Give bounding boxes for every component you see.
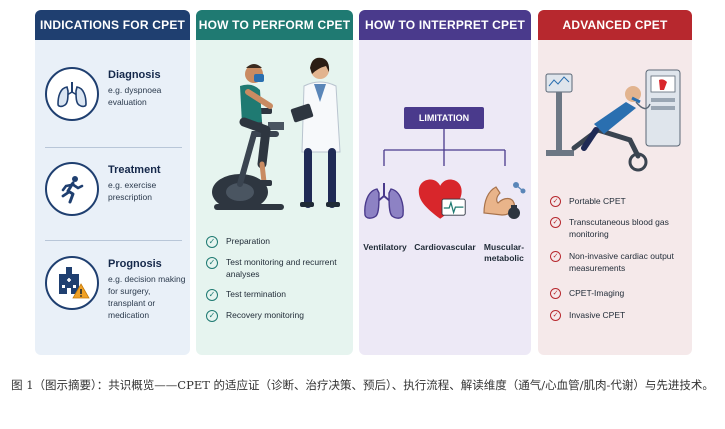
check-icon: ✓ [206,257,218,269]
advanced-panel: ADVANCED CPET ✓ Portable CPET ✓ Transcutan… [538,10,692,355]
limitation-connector-lines [383,129,506,166]
advanced-item: ✓ Non-invasive cardiac output measurement… [550,250,690,274]
list-item: ✓ Preparation [206,235,351,248]
exercise-bike-test-illustration [212,57,341,210]
advanced-label: CPET-Imaging [569,288,625,298]
list-item: ✓ Test monitoring and recurrent analyses [206,256,351,280]
indication-title: Diagnosis [108,69,161,81]
step-label: Preparation [226,236,270,246]
advanced-item: ✓ Portable CPET [550,195,690,207]
advanced-label: Non-invasive cardiac output measurements [569,251,674,273]
advanced-cpet-lab-illustration [545,69,681,172]
list-item: ✓ Recovery monitoring [206,309,351,322]
indications-panel: INDICATIONS FOR CPET Diagnosis e.g. dysp… [35,10,190,355]
lungs-icon [359,175,409,225]
perform-steps-list: ✓ Preparation ✓ Test monitoring and recu… [206,235,351,330]
check-icon: ✓ [550,310,561,321]
figure-caption: 图 1（图示摘要）：共识概览——CPET 的适应证（诊断、治疗决策、预后）、执行… [11,378,714,392]
check-icon: ✓ [206,289,218,301]
advanced-header: ADVANCED CPET [538,10,692,40]
advanced-label: Transcutaneous blood gas monitoring [569,217,669,239]
organ-label-ventilatory: Ventilatory [363,242,407,252]
check-icon: ✓ [550,196,561,207]
muscle-icon [478,175,528,225]
indication-desc: e.g. decision making for surgery, transp… [108,274,186,320]
advanced-item: ✓ Invasive CPET [550,309,690,321]
check-icon: ✓ [550,217,561,228]
limitation-box: LIMITATION [404,107,484,129]
list-item: ✓ Test termination [206,288,351,301]
check-icon: ✓ [206,236,218,248]
step-label: Test monitoring and recurrent analyses [226,257,337,279]
check-icon: ✓ [550,288,561,299]
check-icon: ✓ [550,251,561,262]
divider [45,147,182,148]
indication-desc: e.g. dyspnoea evaluation [108,85,162,107]
hospital-warning-icon [45,256,99,310]
advanced-label: Invasive CPET [569,310,626,320]
indication-title: Prognosis [108,258,162,270]
advanced-item: ✓ Transcutaneous blood gas monitoring [550,216,690,240]
step-label: Test termination [226,289,286,299]
step-label: Recovery monitoring [226,310,304,320]
indication-desc: e.g. exercise prescription [108,180,157,202]
divider [45,240,182,241]
indication-diagnosis: Diagnosis e.g. dyspnoea evaluation [45,67,185,129]
lungs-icon [45,67,99,121]
indication-prognosis: Prognosis e.g. decision making for surge… [45,256,186,336]
organ-label-cardiovascular: Cardiovascular [414,242,476,252]
perform-header: HOW TO PERFORM CPET [196,10,353,40]
advanced-item: ✓ CPET-Imaging [550,287,690,299]
organ-label-muscular-metabolic: Muscular-metabolic [483,242,525,263]
advanced-label: Portable CPET [569,196,626,206]
interpret-header: HOW TO INTERPRET CPET [359,10,531,40]
indications-header: INDICATIONS FOR CPET [35,10,190,40]
heart-ecg-icon [417,175,467,225]
check-icon: ✓ [206,310,218,322]
indication-title: Treatment [108,164,161,176]
perform-panel: HOW TO PERFORM CPET ✓ Preparation [196,10,353,355]
indication-treatment: Treatment e.g. exercise prescription [45,162,185,224]
interpret-panel: HOW TO INTERPRET CPET LIMITATION Ventila… [359,10,531,355]
runner-icon [45,162,99,216]
